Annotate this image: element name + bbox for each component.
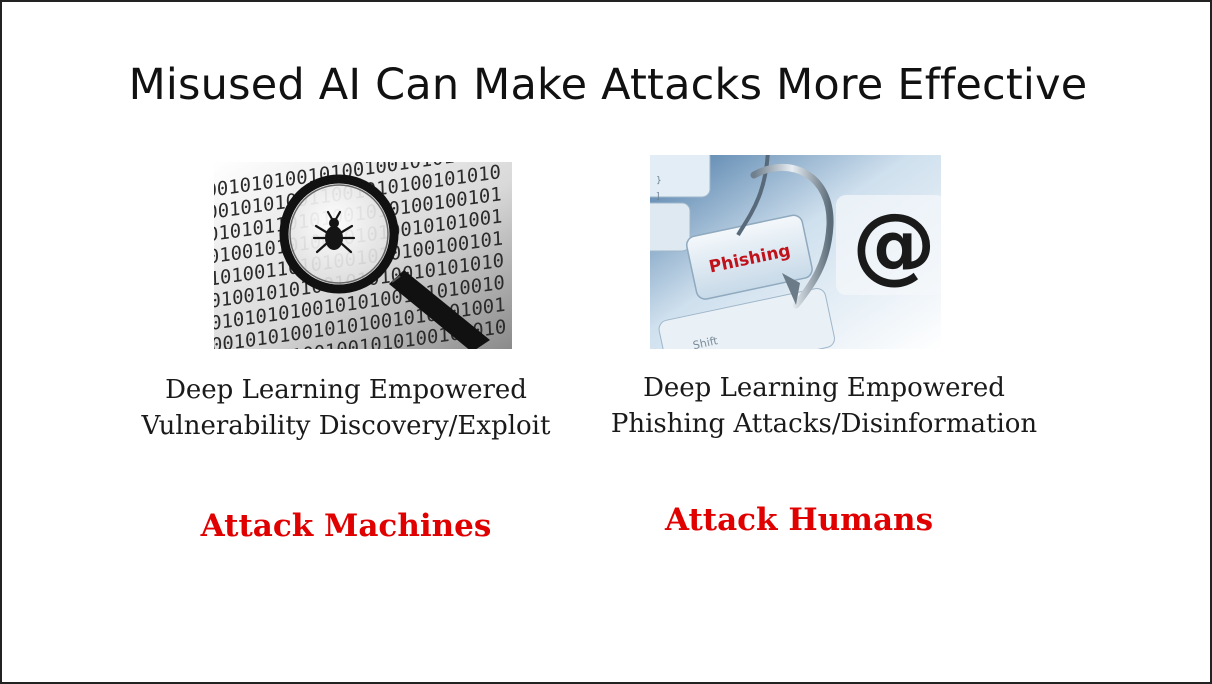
bug-icon [312,210,356,254]
right-caption-line1: Deep Learning Empowered [643,373,1005,403]
at-symbol: @ [852,195,936,293]
right-caption-line2: Phishing Attacks/Disinformation [610,409,1038,439]
attack-humans-label: Attack Humans [664,502,934,538]
left-caption: Deep Learning Empowered Vulnerability Di… [114,372,578,444]
attack-machines-label: Attack Machines [200,508,492,544]
shift-key-text: Shift [692,334,720,349]
slide-title: Misused AI Can Make Attacks More Effecti… [128,60,1088,110]
right-caption: Deep Learning Empowered Phishing Attacks… [594,370,1054,442]
magnifier-bug-binary-icon: 1000101010010100100101010001001010100110… [214,162,512,349]
vulnerability-image: 1000101010010100100101010001001010100110… [214,162,512,349]
svg-text:]: ] [656,192,660,202]
left-caption-line2: Vulnerability Discovery/Exploit [141,411,551,441]
svg-text:}: } [656,176,662,186]
phishing-image: } ] Phishing Shift @ [650,155,941,349]
left-caption-line1: Deep Learning Empowered [165,375,527,405]
phishing-hook-keyboard-icon: } ] Phishing Shift @ [650,155,941,349]
